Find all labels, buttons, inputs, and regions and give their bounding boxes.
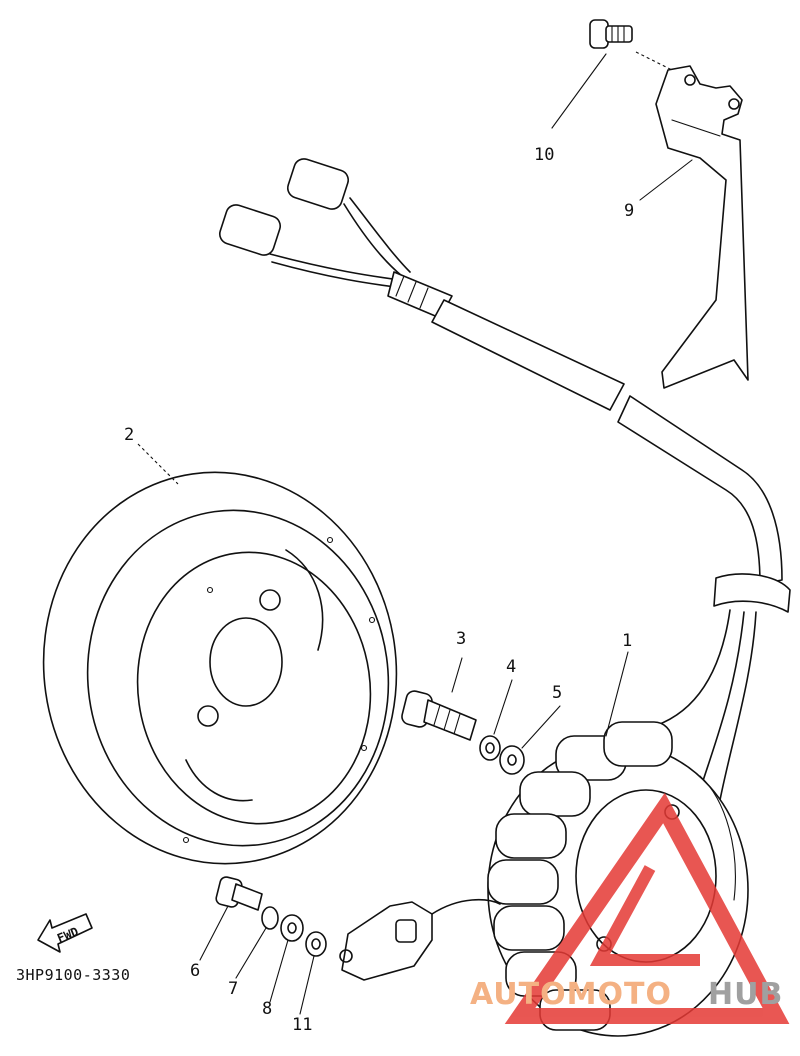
part-screw-6 — [215, 876, 263, 911]
callout-5: 5 — [552, 683, 562, 703]
watermark: AUTOMOTO HUB — [470, 792, 790, 1024]
part-washer-7 — [261, 906, 279, 930]
part-washer-5 — [499, 745, 525, 775]
part-bracket — [655, 65, 749, 389]
callout-9: 9 — [624, 201, 634, 221]
callout-8: 8 — [262, 999, 272, 1019]
part-washer-11 — [305, 931, 327, 957]
part-rotor — [42, 443, 398, 865]
watermark-logo-icon — [504, 792, 790, 1024]
watermark-text-b: HUB — [708, 977, 783, 1012]
part-wire-harness — [218, 158, 791, 801]
callout-7: 7 — [228, 979, 238, 999]
callout-1: 1 — [622, 631, 632, 651]
watermark-text-a: AUTOMOTO — [470, 977, 672, 1012]
leader-lines — [199, 53, 693, 1015]
callout-11: 11 — [292, 1015, 312, 1035]
part-washer-8 — [280, 914, 304, 942]
part-pickup-coil — [339, 898, 501, 981]
part-screw-10 — [589, 19, 673, 71]
callout-10: 10 — [534, 145, 554, 165]
fwd-arrow-icon: FWD — [37, 913, 93, 953]
part-code: 3HP9100-3330 — [16, 966, 130, 984]
callout-4: 4 — [506, 657, 516, 677]
callout-2: 2 — [124, 425, 134, 445]
callout-6: 6 — [190, 961, 200, 981]
callout-3: 3 — [456, 629, 466, 649]
part-washer-4 — [479, 735, 501, 761]
part-bolt-3 — [401, 690, 477, 741]
